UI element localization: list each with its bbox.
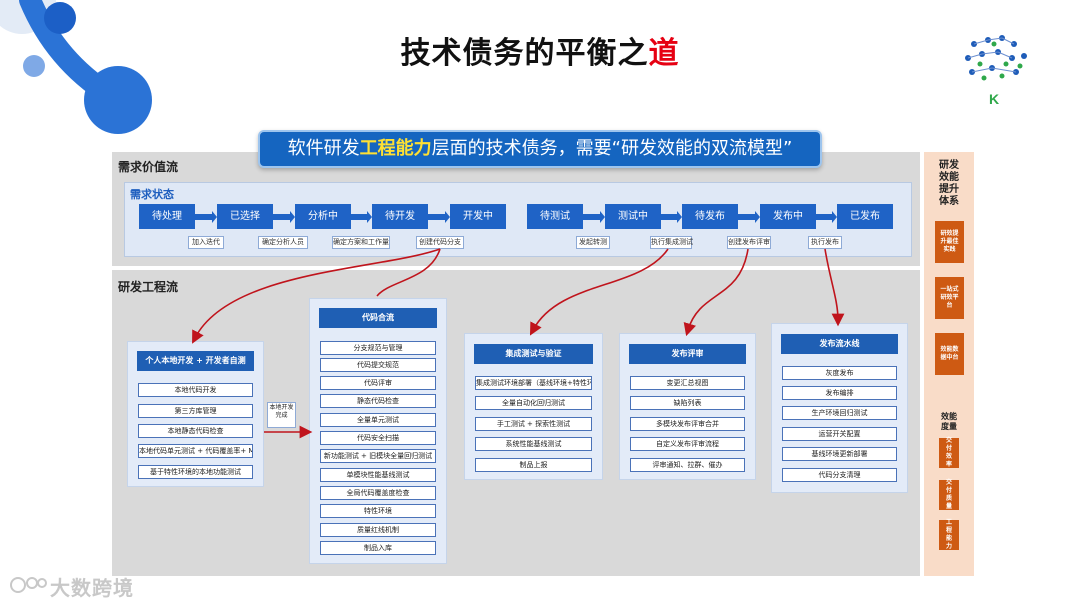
list-item: 缺陷列表 — [630, 396, 745, 410]
connector-to-local-dev — [192, 248, 441, 344]
efficiency-measure-title: 效能度量 — [941, 412, 957, 431]
list-item: 全量单元测试 — [320, 413, 436, 427]
stage-released[interactable]: 已发布 — [837, 204, 893, 229]
list-item: 质量红线机制 — [320, 523, 436, 537]
list-item: 评审通知、拉群、催办 — [630, 458, 745, 472]
list-item: 发布编排 — [782, 386, 897, 400]
list-item: 全局代码覆盖度检查 — [320, 486, 436, 500]
connector-to-release-pipeline — [824, 248, 845, 327]
watermark-text: 大数跨境 — [50, 576, 134, 600]
list-item: 代码安全扫描 — [320, 431, 436, 445]
arrow-icon — [816, 211, 837, 223]
list-item: 系统性能基线测试 — [475, 437, 592, 451]
list-item: 变更汇总视图 — [630, 376, 745, 390]
card-local-dev-title: 个人本地开发 + 开发者自测 — [137, 351, 254, 371]
list-item: 集成测试环境部署（基线环境+特性环境） — [475, 376, 592, 390]
arrow-icon — [583, 211, 605, 223]
best-practice-box: 研效提升最佳实践 — [935, 221, 964, 263]
note-run-release: 执行发布 — [808, 236, 842, 249]
local-dev-done-note: 本地开发完成 — [267, 402, 296, 428]
note-create-branch: 创建代码分支 — [416, 236, 464, 249]
arrow-icon — [351, 211, 372, 223]
list-item: 自定义发布评审流程 — [630, 437, 745, 451]
card-release-pipeline-title: 发布流水线 — [781, 334, 898, 354]
stage-selected[interactable]: 已选择 — [217, 204, 273, 229]
value-stream-title: 需求价值流 — [118, 160, 179, 174]
one-stop-platform-box: 一站式研效平台 — [935, 277, 964, 319]
list-item: 制品入库 — [320, 541, 436, 555]
list-item: 单模块性能基线测试 — [320, 468, 436, 482]
card-release-review-title: 发布评审 — [629, 344, 746, 364]
requirement-status-title: 需求状态 — [130, 188, 174, 201]
data-platform-box: 效能数据中台 — [935, 333, 964, 375]
list-item: 灰度发布 — [782, 366, 897, 380]
list-item: 代码提交规范 — [320, 358, 436, 372]
list-item: 全量自动化回归测试 — [475, 396, 592, 410]
arrow-icon — [738, 211, 760, 223]
connector-to-release-review — [683, 248, 749, 337]
stage-to-release[interactable]: 待发布 — [682, 204, 738, 229]
arrow-icon — [661, 211, 682, 223]
note-confirm-plan: 确定方案和工作量 — [332, 236, 390, 249]
list-item: 制品上报 — [475, 458, 592, 472]
list-item: 本地静态代码检查 — [138, 424, 253, 438]
efficiency-system-title: 研发效能提升体系 — [939, 160, 959, 207]
engineering-stream-title: 研发工程流 — [118, 280, 179, 294]
list-item: 基线环境更新部署 — [782, 447, 897, 461]
watermark-icon — [10, 577, 47, 593]
note-add-iteration: 加入迭代 — [188, 236, 224, 249]
list-item: 第三方库管理 — [138, 404, 253, 418]
note-start-test: 发起转测 — [576, 236, 610, 249]
list-item: 代码分支清理 — [782, 468, 897, 482]
title-accent: 道 — [648, 36, 680, 71]
page-title: 技术债务的平衡之道 — [400, 36, 680, 71]
stage-analyzing[interactable]: 分析中 — [295, 204, 351, 229]
measure-engineering-capability: 工程能力 — [939, 519, 959, 550]
arrow-icon — [428, 211, 450, 223]
connector-to-integration — [529, 248, 669, 336]
list-item: 生产环境回归测试 — [782, 406, 897, 420]
note-assign-analyst: 确定分析人员 — [258, 236, 308, 249]
list-item: 本地代码单元测试 + 代码覆盖率+ Mock — [138, 444, 253, 458]
card-code-merge-title: 代码合流 — [319, 308, 437, 328]
measure-delivery-quality: 交付质量 — [939, 479, 959, 510]
arrow-icon — [273, 211, 295, 223]
stage-releasing[interactable]: 发布中 — [760, 204, 816, 229]
banner-highlight: 工程能力 — [359, 138, 432, 159]
brand-logo — [0, 0, 152, 134]
list-item: 运营开关配置 — [782, 427, 897, 441]
stage-testing[interactable]: 测试中 — [605, 204, 661, 229]
list-item: 手工测试 + 探索性测试 — [475, 417, 592, 431]
list-item: 静态代码检查 — [320, 394, 436, 408]
stage-developing[interactable]: 开发中 — [450, 204, 506, 229]
list-item: 本地代码开发 — [138, 383, 253, 397]
stage-pending[interactable]: 待处理 — [139, 204, 195, 229]
list-item: 代码评审 — [320, 376, 436, 390]
note-run-integration-test: 执行集成测试 — [650, 236, 693, 249]
connector-to-code-merge — [376, 248, 441, 297]
list-item: 分支规范与管理 — [320, 341, 436, 355]
list-item: 新功能测试 + 旧模块全量回归测试 — [320, 449, 436, 463]
stage-to-test[interactable]: 待测试 — [527, 204, 583, 229]
svg-text:K: K — [989, 91, 999, 107]
list-item: 基于特性环境的本地功能测试 — [138, 465, 253, 479]
list-item: 特性环境 — [320, 504, 436, 518]
stage-to-develop[interactable]: 待开发 — [372, 204, 428, 229]
measure-delivery-efficiency: 交付效率 — [939, 437, 959, 468]
k-logo: K — [965, 35, 1027, 107]
card-integration-test-title: 集成测试与验证 — [474, 344, 593, 364]
arrow-icon — [195, 211, 217, 223]
banner: 软件研发工程能力层面的技术债务，需要“研发效能的双流模型” — [258, 130, 822, 168]
note-create-release-review: 创建发布评审 — [727, 236, 771, 249]
list-item: 多模块发布评审合并 — [630, 417, 745, 431]
